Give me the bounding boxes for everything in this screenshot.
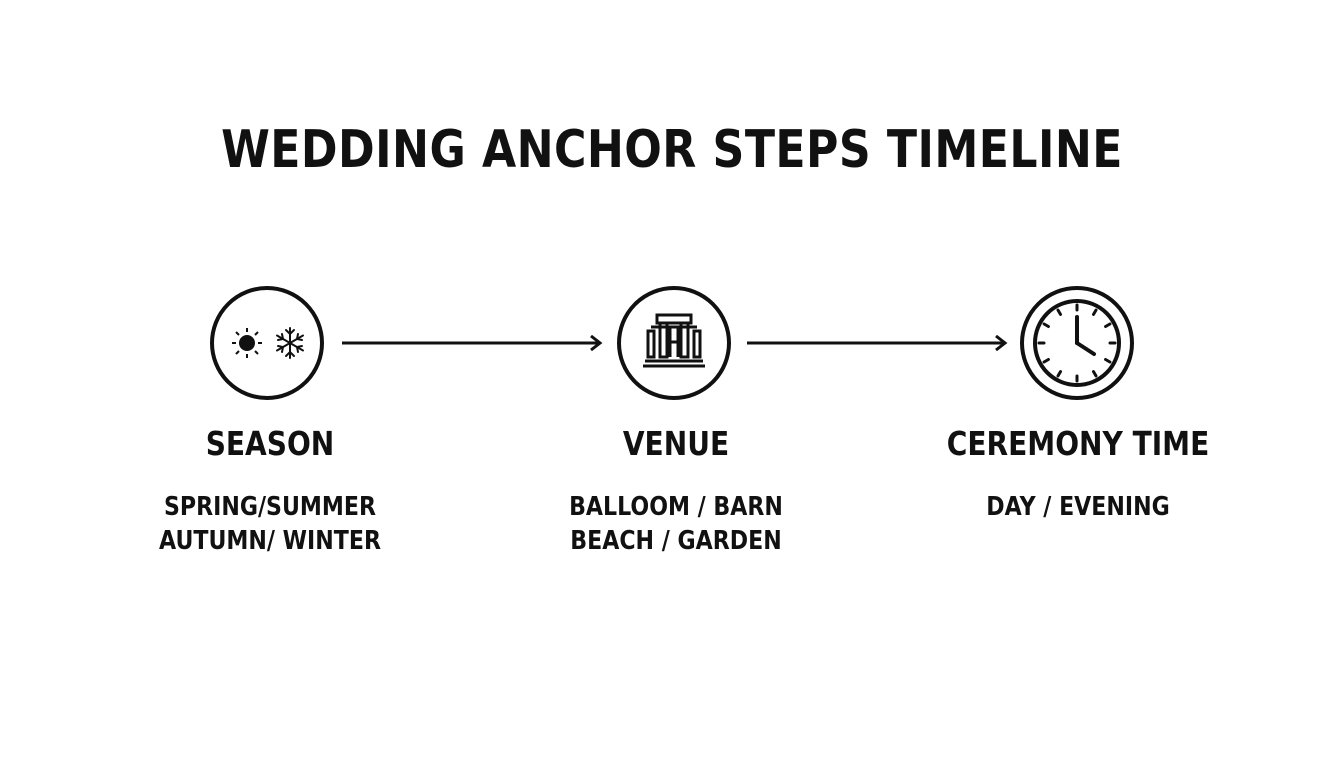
step-desc-ceremony-time: DAY / EVENING — [942, 490, 1214, 524]
step-desc-line: SPRING/SUMMER — [163, 492, 377, 522]
clock-tick — [1056, 370, 1062, 378]
sun-icon — [232, 328, 262, 358]
clock-tick — [1092, 370, 1098, 378]
season-icon-circle — [210, 286, 324, 400]
building-icon — [643, 313, 705, 368]
step-desc-line: DAY / EVENING — [986, 492, 1170, 522]
step-desc-line: BEACH / GARDEN — [570, 526, 782, 556]
step-label-season: SEASON — [205, 424, 335, 463]
step-label-venue: VENUE — [622, 424, 730, 463]
step-desc-line: BALLOOM / BARN — [569, 492, 783, 522]
clock-tick — [1042, 322, 1050, 328]
clock-tick — [1104, 322, 1112, 328]
diagram-title: WEDDING ANCHOR STEPS TIMELINE — [221, 120, 1123, 180]
clock-tick — [1042, 358, 1050, 364]
clock-tick — [1092, 308, 1098, 316]
ceremony-time-icon-circle — [1020, 286, 1134, 400]
arrow-2 — [747, 335, 1008, 351]
step-desc-venue: BALLOOM / BARN BEACH / GARDEN — [540, 490, 812, 558]
clock-tick — [1056, 308, 1062, 316]
clock-icon — [1033, 299, 1121, 387]
sun-snowflake-icon — [232, 327, 304, 359]
venue-icon-circle — [617, 286, 731, 400]
step-desc-season: SPRING/SUMMER AUTUMN/ WINTER — [134, 490, 406, 558]
step-desc-line: AUTUMN/ WINTER — [159, 526, 381, 556]
arrow-1 — [342, 335, 603, 351]
clock-tick — [1104, 358, 1112, 364]
snowflake-icon — [276, 327, 304, 359]
step-label-ceremony-time: CEREMONY TIME — [946, 424, 1210, 463]
